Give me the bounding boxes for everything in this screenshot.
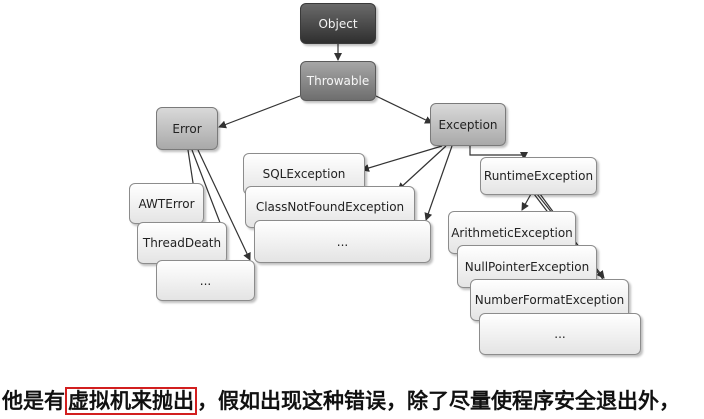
edge-exception-classnotfound — [397, 145, 447, 191]
caption-suffix: ，假如出现这种错误，除了尽量使程序安全退出外， — [197, 389, 680, 413]
node-throwable-label: Throwable — [306, 74, 370, 88]
node-runtime-more-label: ... — [554, 327, 566, 341]
caption-highlight: 虚拟机来抛出 — [65, 387, 197, 415]
node-object-label: Object — [318, 16, 358, 31]
node-nullpointer-label: NullPointerException — [464, 259, 590, 274]
node-awterror-label: AWTError — [138, 196, 195, 211]
node-throwable: Throwable — [300, 61, 376, 101]
node-awterror: AWTError — [129, 183, 204, 224]
node-numberformat-label: NumberFormatException — [474, 293, 625, 307]
node-classnotfound-label: ClassNotFoundException — [255, 200, 405, 214]
edge-error-more — [197, 149, 251, 261]
node-threaddeath-label: ThreadDeath — [142, 236, 222, 250]
node-sqlexception-label: SQLException — [262, 167, 346, 181]
node-runtime-more: ... — [479, 313, 641, 355]
node-exception-more-label: ... — [336, 234, 349, 249]
node-threaddeath: ThreadDeath — [137, 222, 227, 264]
edge-throwable-error — [218, 95, 301, 129]
edge-exception-more — [424, 145, 453, 221]
node-error-more-label: ... — [199, 273, 212, 288]
caption-prefix: 他是有 — [2, 389, 65, 413]
node-object: Object — [300, 3, 376, 44]
edge-exception-sql — [361, 145, 443, 172]
node-exception: Exception — [430, 103, 506, 146]
node-error: Error — [156, 107, 218, 150]
node-runtimeexception-label: RuntimeException — [483, 169, 594, 183]
edge-throwable-exception — [375, 95, 433, 124]
edge-runtime-arithmetic — [521, 193, 532, 211]
node-error-label: Error — [172, 121, 202, 136]
node-runtimeexception: RuntimeException — [480, 157, 597, 195]
node-arithmetic-label: ArithmeticException — [451, 225, 573, 240]
subtitle-caption: 他是有虚拟机来抛出，假如出现这种错误，除了尽量使程序安全退出外， — [0, 384, 704, 419]
node-exception-label: Exception — [438, 117, 498, 132]
node-error-more: ... — [156, 260, 255, 301]
edge-error-threaddeath — [191, 149, 226, 234]
node-exception-more: ... — [254, 220, 431, 263]
